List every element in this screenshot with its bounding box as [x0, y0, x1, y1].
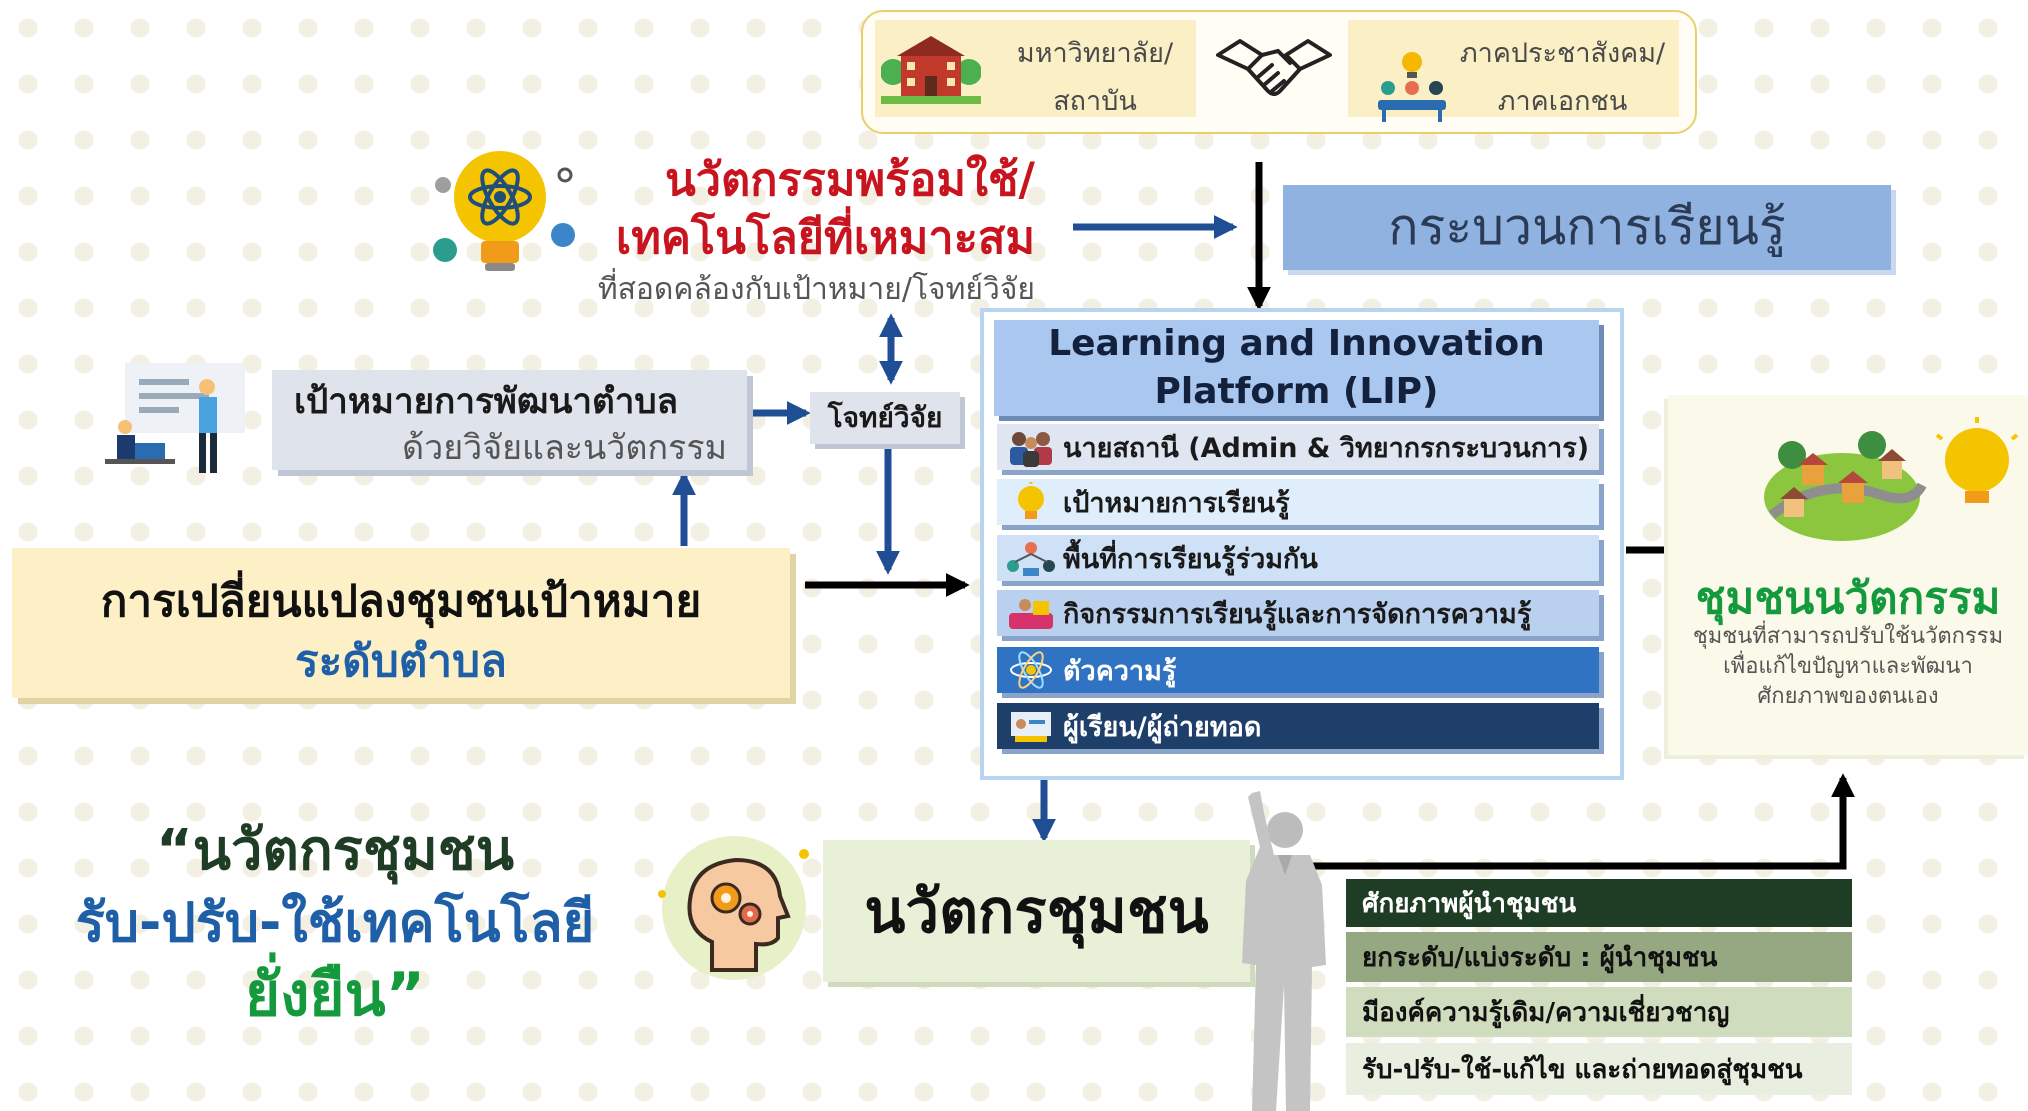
team-presentation-icon	[105, 363, 245, 473]
knowledge-atom-icon	[1010, 651, 1052, 689]
innovation-title-line1: นวัตกรรมพร้อมใช้/	[665, 153, 1035, 206]
lip-row-label: เป้าหมายการเรียนรู้	[1063, 487, 1290, 519]
innovation-title: นวัตกรรมพร้อมใช้/ เทคโนโลยีที่เหมาะสม	[560, 151, 1035, 267]
transformation-line2: ระดับตำบล	[295, 636, 507, 687]
potential-row-leader: ศักยภาพผู้นำชุมชน	[1346, 879, 1852, 927]
network-people-icon	[1007, 542, 1055, 576]
handshake-icon	[1216, 39, 1332, 96]
lip-title: Learning and Innovation Platform (LIP)	[994, 320, 1599, 416]
community-desc-line3: ศักยภาพของตนเอง	[1757, 684, 1939, 709]
leader-silhouette-icon	[1242, 791, 1326, 1111]
arrow-potential-to-community	[1292, 773, 1855, 870]
research-question-box: โจทย์วิจัย	[810, 392, 960, 444]
learning-process-box: กระบวนการเรียนรู้	[1283, 185, 1891, 270]
transformation-line1: การเปลี่ยนแปลงชุมชนเป้าหมาย	[100, 576, 702, 627]
innovation-subtitle: ที่สอดคล้องกับเป้าหมาย/โจทย์วิจัย	[597, 272, 1035, 307]
transformation-box: การเปลี่ยนแปลงชุมชนเป้าหมาย ระดับตำบล	[12, 548, 790, 698]
civil-line1: ภาคประชาสังคม/	[1459, 38, 1666, 69]
lip-row-activities: กิจกรรมการเรียนรู้และการจัดการความรู้	[997, 590, 1599, 636]
lip-row-knowledge: ตัวความรู้	[997, 647, 1599, 693]
lip-row-label: ผู้เรียน/ผู้ถ่ายทอด	[1063, 711, 1262, 743]
lip-row-learners: ผู้เรียน/ผู้ถ่ายทอด	[997, 703, 1599, 749]
learner-teacher-icon	[1011, 712, 1051, 742]
lip-title-line1: Learning and Innovation	[1048, 323, 1545, 364]
lip-row-admin: นายสถานี (Admin & วิทยากรกระบวนการ)	[997, 424, 1599, 470]
lip-row-shared-space: พื้นที่การเรียนรู้ร่วมกัน	[997, 535, 1599, 581]
lip-row-label: นายสถานี (Admin & วิทยากรกระบวนการ)	[1063, 432, 1590, 464]
innovator-box: นวัตกรชุมชน	[823, 840, 1250, 982]
community-innovation-desc: ชุมชนที่สามารถปรับใช้นวัตกรรม เพื่อแก้ไข…	[1668, 622, 2028, 712]
goal-box: เป้าหมายการพัฒนาตำบล ด้วยวิจัยและนวัตกรร…	[272, 370, 747, 470]
innovation-title-line2: เทคโนโลยีที่เหมาะสม	[615, 211, 1035, 264]
civil-line2: ภาคเอกชน	[1497, 86, 1628, 117]
lip-title-line2: Platform (LIP)	[1154, 371, 1439, 412]
meeting-lightbulb-icon	[1378, 52, 1446, 122]
community-innovation-title: ชุมชนนวัตกรรม	[1695, 573, 2001, 624]
university-building-icon	[881, 36, 981, 104]
university-label: มหาวิทยาลัย/ สถาบัน	[1000, 30, 1190, 126]
potential-row-transfer: รับ-ปรับ-ใช้-แก้ไข และถ่ายทอดสู่ชุมชน	[1346, 1043, 1852, 1095]
head-gears-icon	[658, 836, 809, 980]
community-desc-line1: ชุมชนที่สามารถปรับใช้นวัตกรรม	[1692, 624, 2004, 649]
person-reading-icon	[1009, 599, 1053, 629]
lightbulb-atom-icon	[433, 151, 575, 271]
potential-row-level: ยกระดับ/แบ่งระดับ : ผู้นำชุมชน	[1346, 932, 1852, 982]
lip-row-label: พื้นที่การเรียนรู้ร่วมกัน	[1063, 543, 1318, 575]
slogan: “นวัตกรชุมชน รับ-ปรับ-ใช้เทคโนโลยี ยั่งย…	[60, 815, 610, 1031]
lip-row-label: ตัวความรู้	[1063, 655, 1177, 687]
slogan-line3: ยั่งยืน”	[244, 960, 426, 1030]
slogan-line2: รับ-ปรับ-ใช้เทคโนโลยี	[75, 891, 595, 954]
lightbulb-icon	[1018, 482, 1044, 519]
goal-line2: ด้วยวิจัยและนวัตกรรม	[402, 428, 727, 468]
university-line1: มหาวิทยาลัย/	[1016, 38, 1174, 69]
university-line2: สถาบัน	[1053, 86, 1137, 117]
people-group-icon	[1010, 432, 1052, 467]
village-lightbulb-icon	[1764, 417, 2019, 541]
lip-row-learning-goal: เป้าหมายการเรียนรู้	[997, 479, 1599, 525]
slogan-line1: “นวัตกรชุมชน	[155, 818, 515, 883]
potential-row-knowledge: มีองค์ความรู้เดิม/ความเชี่ยวชาญ	[1346, 987, 1852, 1037]
goal-line1: เป้าหมายการพัฒนาตำบล	[294, 382, 679, 422]
lip-row-label: กิจกรรมการเรียนรู้และการจัดการความรู้	[1063, 598, 1532, 630]
community-desc-line2: เพื่อแก้ไขปัญหาและพัฒนา	[1723, 654, 1973, 679]
civil-label: ภาคประชาสังคม/ ภาคเอกชน	[1450, 30, 1675, 126]
